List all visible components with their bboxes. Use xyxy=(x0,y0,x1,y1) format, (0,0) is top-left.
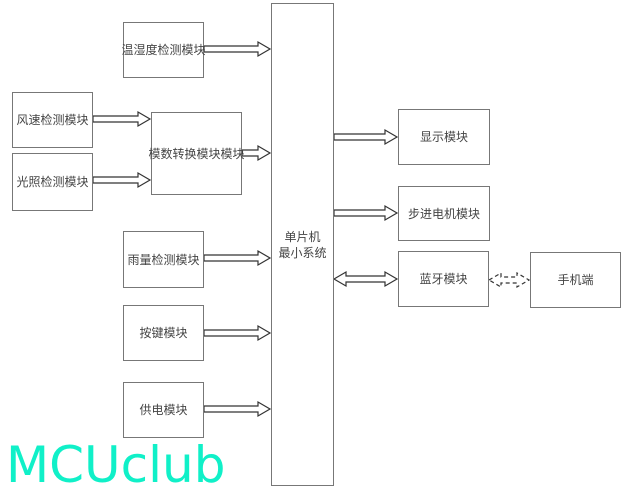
arrow-keys-to-mcu xyxy=(203,324,272,342)
temp-humidity-block: 温湿度检测模块 xyxy=(121,22,206,78)
power-label: 供电模块 xyxy=(139,403,188,417)
arrow-power-to-mcu xyxy=(203,400,272,418)
wind-speed-block: 风速检测模块 xyxy=(12,92,93,148)
light-block: 光照检测模块 xyxy=(12,153,93,211)
arrow-wind-to-adc xyxy=(92,110,152,128)
keys-block: 按键模块 xyxy=(123,305,204,361)
phone-label: 手机端 xyxy=(557,273,594,287)
stepper-block: 步进电机模块 xyxy=(398,186,490,241)
display-label: 显示模块 xyxy=(419,130,468,144)
light-label: 光照检测模块 xyxy=(16,175,89,189)
bluetooth-block: 蓝牙模块 xyxy=(398,251,489,307)
bluetooth-label: 蓝牙模块 xyxy=(419,272,468,286)
arrow-adc-to-mcu xyxy=(241,144,272,162)
phone-block: 手机端 xyxy=(530,252,621,308)
adc-block: 模数转换模块模块 xyxy=(148,112,245,195)
power-block: 供电模块 xyxy=(123,382,204,438)
rain-block: 雨量检测模块 xyxy=(123,231,204,288)
arrow-bluetooth-phone xyxy=(487,271,531,289)
arrow-mcu-to-display xyxy=(333,128,399,146)
keys-label: 按键模块 xyxy=(139,326,188,340)
arrow-rain-to-mcu xyxy=(203,249,272,267)
rain-label: 雨量检测模块 xyxy=(127,252,200,267)
mcu-label-line1: 单片机 xyxy=(284,229,321,244)
adc-label: 模数转换模块模块 xyxy=(148,146,245,161)
display-block: 显示模块 xyxy=(398,109,490,165)
wind-speed-label: 风速检测模块 xyxy=(16,113,89,127)
arrow-temp-to-mcu xyxy=(203,40,272,58)
stepper-label: 步进电机模块 xyxy=(407,206,480,221)
mcu-block: 单片机最小系统 xyxy=(271,3,334,486)
arrow-mcu-bluetooth xyxy=(332,270,399,288)
mcu-label-line2: 最小系统 xyxy=(278,245,327,260)
arrow-light-to-adc xyxy=(92,171,152,189)
temp-humidity-label: 温湿度检测模块 xyxy=(121,43,206,57)
arrow-mcu-to-stepper xyxy=(333,204,399,222)
